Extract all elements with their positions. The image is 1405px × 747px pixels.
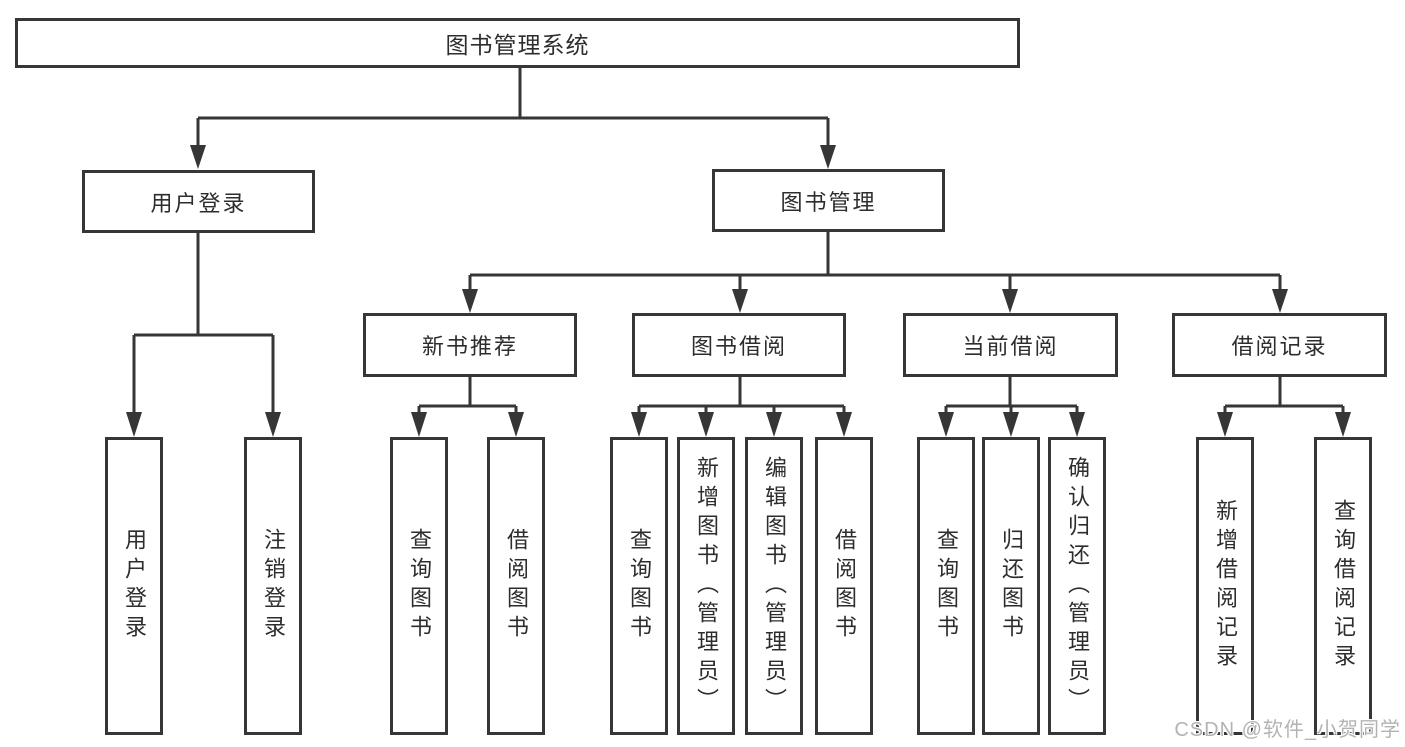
node-new-book-recommend: 新书推荐: [363, 313, 577, 377]
leaf-query-books-borrow: 查询图书: [610, 437, 668, 735]
node-book-borrow: 图书借阅: [632, 313, 846, 377]
node-label: 当前借阅: [962, 334, 1059, 359]
leaf-label: 查询借阅记录: [1331, 499, 1356, 673]
leaf-label: 新增图书（管理员）: [694, 455, 719, 717]
leaf-borrow-books: 借阅图书: [815, 437, 873, 735]
leaf-borrow-books-recommend: 借阅图书: [487, 437, 545, 735]
node-label: 用户登录: [150, 190, 247, 216]
connector-user-login-to-leaves: [126, 233, 281, 437]
node-book-management: 图书管理: [712, 169, 945, 232]
node-user-login: 用户登录: [82, 170, 315, 233]
node-current-borrow: 当前借阅: [903, 313, 1118, 377]
leaf-add-books-admin: 新增图书（管理员）: [677, 437, 735, 735]
leaf-return-books: 归还图书: [982, 437, 1040, 735]
leaf-label: 用户登录: [122, 528, 147, 644]
connector-book-borrow-to-leaves: [631, 377, 852, 437]
connector-borrow-records-to-leaves: [1217, 377, 1351, 437]
leaf-label: 归还图书: [999, 528, 1024, 644]
leaf-query-books-current: 查询图书: [917, 437, 975, 735]
node-label: 图书借阅: [690, 334, 787, 359]
connector-current-borrow-to-leaves: [938, 377, 1085, 437]
node-label: 借阅记录: [1231, 334, 1328, 359]
leaf-add-borrow-record: 新增借阅记录: [1196, 437, 1254, 735]
leaf-label: 查询图书: [627, 528, 652, 644]
leaf-label: 注销登录: [261, 528, 286, 644]
leaf-query-borrow-record: 查询借阅记录: [1314, 437, 1372, 735]
leaf-label: 确认归还（管理员）: [1065, 455, 1090, 717]
leaf-label: 查询图书: [407, 528, 432, 644]
leaf-user-login: 用户登录: [105, 437, 163, 735]
leaf-label: 新增借阅记录: [1213, 499, 1238, 673]
connector-book-management-to-sections: [462, 232, 1288, 313]
node-label: 新书推荐: [421, 334, 518, 359]
leaf-edit-books-admin: 编辑图书（管理员）: [745, 437, 803, 735]
connector-new-book-recommend-to-leaves: [411, 377, 524, 437]
node-root-library-system: 图书管理系统: [15, 18, 1020, 68]
node-label: 图书管理: [780, 189, 877, 215]
leaf-confirm-return-admin: 确认归还（管理员）: [1048, 437, 1106, 735]
node-borrow-records: 借阅记录: [1172, 313, 1387, 377]
node-label: 图书管理系统: [445, 32, 590, 58]
leaf-label: 查询图书: [934, 528, 959, 644]
leaf-label: 借阅图书: [504, 528, 529, 644]
leaf-query-books-recommend: 查询图书: [390, 437, 448, 735]
leaf-logout: 注销登录: [244, 437, 302, 735]
connector-root-to-level2: [190, 67, 836, 169]
leaf-label: 借阅图书: [832, 528, 857, 644]
leaf-label: 编辑图书（管理员）: [762, 455, 787, 717]
